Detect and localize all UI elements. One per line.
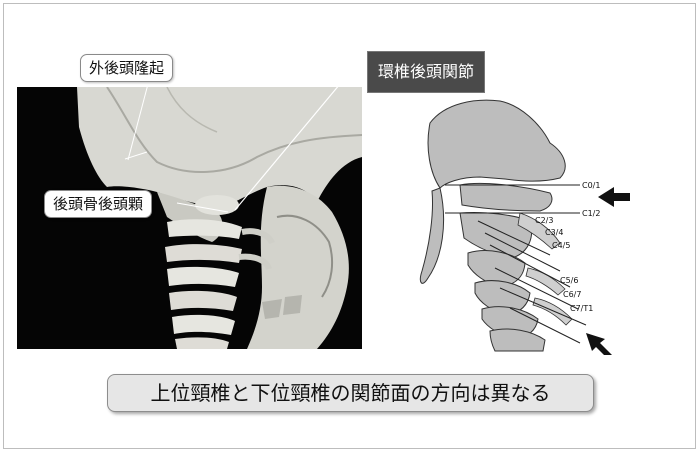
xray-label: C3/4	[545, 228, 563, 237]
label-external-occipital-protuberance: 外後頭隆起	[80, 54, 173, 82]
xray-label: C7/T1	[570, 304, 593, 313]
skull-illustration	[17, 87, 362, 349]
caption-box: 上位頸椎と下位頸椎の関節面の方向は異なる	[107, 374, 594, 412]
xray-label: C4/5	[552, 241, 570, 250]
label-occipital-condyle: 後頭骨後頭顆	[44, 190, 152, 218]
arrow-up-left-icon	[586, 333, 612, 355]
skull-photo	[17, 87, 362, 349]
xray-label: C6/7	[563, 290, 581, 299]
cervical-xray-diagram: C0/1 C1/2 C2/3 C3/4 C4/5 C5/6 C6/7 C7/T1	[400, 93, 640, 355]
xray-label: C2/3	[535, 216, 553, 225]
xray-label: C1/2	[582, 209, 600, 218]
arrow-left-icon	[598, 187, 630, 207]
xray-label: C0/1	[582, 181, 600, 190]
label-atlanto-occipital-joint: 環椎後頭関節	[367, 51, 485, 93]
xray-label: C5/6	[560, 276, 578, 285]
